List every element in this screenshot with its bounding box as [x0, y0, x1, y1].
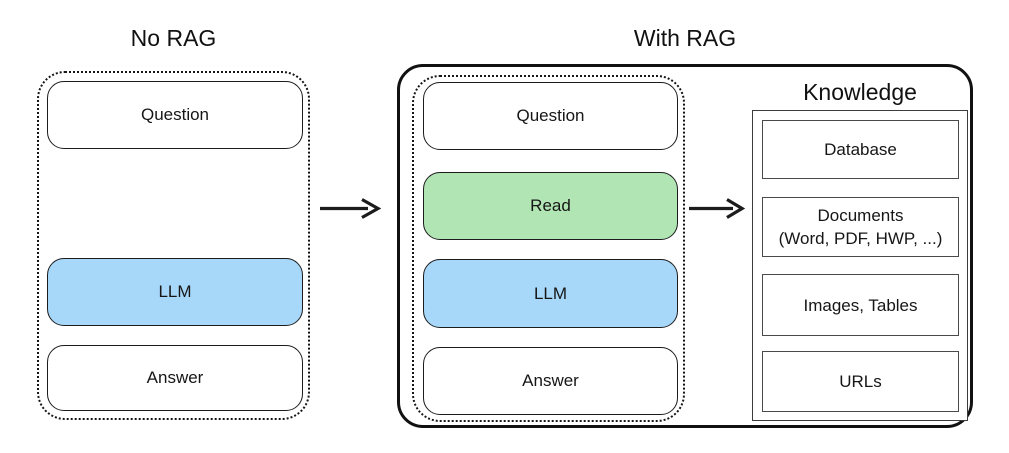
- knowledge-item-images-tables: Images, Tables: [762, 274, 959, 336]
- with-rag-question-label: Question: [516, 106, 585, 125]
- knowledge-item-urls: URLs: [762, 351, 959, 412]
- knowledge-panel: Database Documents (Word, PDF, HWP, ...)…: [752, 110, 968, 421]
- no-rag-llm-box: LLM: [47, 258, 303, 326]
- no-rag-question-label: Question: [140, 105, 210, 124]
- knowledge-item-documents-label: Documents: [817, 206, 904, 225]
- with-rag-answer-box: Answer: [423, 347, 678, 415]
- pipeline-to-knowledge-arrow-icon: [689, 198, 745, 219]
- with-rag-llm-label: LLM: [533, 283, 568, 303]
- no-rag-llm-label: LLM: [158, 282, 192, 301]
- knowledge-item-images-tables-label: Images, Tables: [803, 295, 918, 315]
- knowledge-title: Knowledge: [803, 79, 917, 105]
- knowledge-item-urls-label: URLs: [839, 372, 882, 391]
- with-rag-pipeline-frame: Question Read LLM Answer: [412, 75, 685, 422]
- no-rag-to-with-rag-arrow-icon: [320, 198, 382, 219]
- with-rag-question-box: Question: [423, 82, 678, 150]
- knowledge-item-database: Database: [762, 120, 959, 179]
- no-rag-answer-box: Answer: [47, 345, 303, 411]
- with-rag-llm-box: LLM: [423, 259, 678, 328]
- with-rag-frame: Question Read LLM Answer Knowledge Datab…: [397, 64, 973, 428]
- knowledge-item-database-label: Database: [824, 140, 897, 159]
- knowledge-item-documents-sublabel: (Word, PDF, HWP, ...): [778, 229, 943, 248]
- with-rag-title: With RAG: [633, 25, 737, 51]
- with-rag-read-box: Read: [423, 172, 678, 240]
- no-rag-frame: Question LLM Answer: [37, 71, 310, 420]
- with-rag-answer-label: Answer: [522, 371, 579, 390]
- knowledge-item-documents: Documents (Word, PDF, HWP, ...): [762, 197, 959, 257]
- no-rag-question-box: Question: [47, 81, 303, 149]
- no-rag-title: No RAG: [130, 25, 217, 51]
- with-rag-read-label: Read: [530, 196, 571, 215]
- no-rag-answer-label: Answer: [146, 368, 204, 387]
